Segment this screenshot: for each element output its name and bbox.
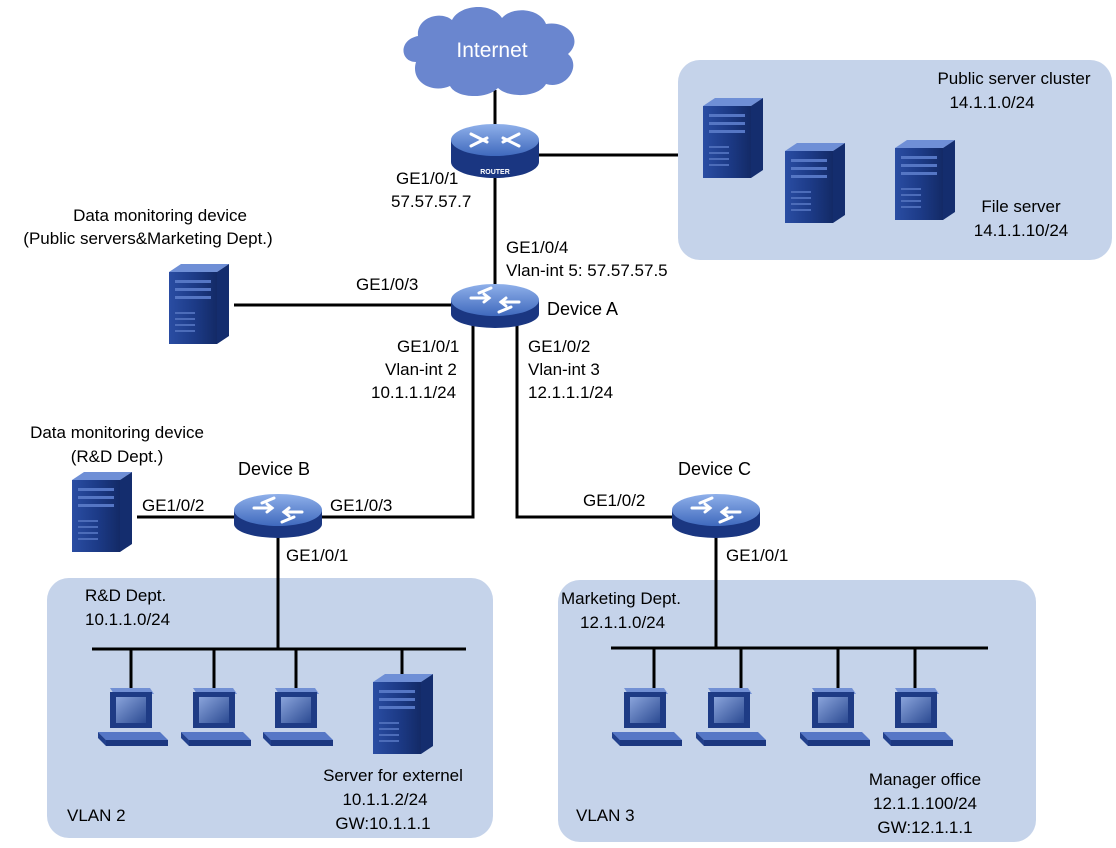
external-server-gw: GW:10.1.1.1: [335, 814, 430, 833]
router-badge: ROUTER: [480, 169, 510, 176]
internet-cloud-icon: Internet: [403, 6, 575, 97]
marketing-dept-title: Marketing Dept.: [561, 589, 681, 608]
external-server-name: Server for externel: [323, 766, 463, 785]
marketing-dept-subnet: 12.1.1.0/24: [580, 613, 665, 632]
monitor-rd-title: Data monitoring device: [30, 423, 204, 442]
device-a-up-port: GE1/0/4: [506, 238, 568, 257]
external-server-ip: 10.1.1.2/24: [342, 790, 427, 809]
router-port-label: GE1/0/1: [396, 169, 458, 188]
marketing-dept-zone: [558, 580, 1036, 842]
device-b-switch-icon: [232, 492, 324, 540]
device-c-left-port: GE1/0/2: [583, 491, 645, 510]
monitor-rd-subtitle: (R&D Dept.): [71, 447, 164, 466]
monitor-public-server-icon: [169, 264, 229, 344]
device-a-up-vlan: Vlan-int 5: 57.57.57.5: [506, 261, 668, 280]
manager-office-label: Manager office: [869, 770, 981, 789]
external-server-icon: [373, 674, 433, 754]
device-b-left-port: GE1/0/2: [142, 496, 204, 515]
monitor-public-subtitle: (Public servers&Marketing Dept.): [23, 229, 272, 248]
links: [92, 90, 988, 690]
device-a-left-port: GE1/0/3: [356, 275, 418, 294]
rd-vlan-label: VLAN 2: [67, 806, 126, 825]
device-a-c-ip: 12.1.1.1/24: [528, 383, 613, 402]
file-server-ip: 14.1.1.10/24: [974, 221, 1069, 240]
device-b-down-port: GE1/0/1: [286, 546, 348, 565]
device-a-label: Device A: [547, 299, 618, 319]
internet-label: Internet: [456, 39, 527, 62]
device-a-b-vlan: Vlan-int 2: [385, 360, 457, 379]
device-c-down-port: GE1/0/1: [726, 546, 788, 565]
file-server-label: File server: [981, 197, 1061, 216]
device-a-b-ip: 10.1.1.1/24: [371, 383, 456, 402]
device-c-switch-icon: [670, 492, 762, 540]
public-cluster-subnet: 14.1.1.0/24: [949, 93, 1034, 112]
device-b-right-port: GE1/0/3: [330, 496, 392, 515]
device-a-switch-icon: [449, 282, 541, 330]
rd-dept-zone: [47, 578, 493, 838]
device-a-c-vlan: Vlan-int 3: [528, 360, 600, 379]
labels: Public server cluster 14.1.1.0/24 File s…: [23, 69, 1091, 837]
file-server-icon: [895, 140, 955, 220]
device-a-c-port: GE1/0/2: [528, 337, 590, 356]
manager-office-gw: GW:12.1.1.1: [877, 818, 972, 837]
marketing-vlan-label: VLAN 3: [576, 806, 635, 825]
public-cluster-title: Public server cluster: [937, 69, 1090, 88]
rd-dept-title: R&D Dept.: [85, 586, 166, 605]
rd-dept-subnet: 10.1.1.0/24: [85, 610, 170, 629]
router-icon: ROUTER: [451, 124, 539, 178]
public-server-1-icon: [703, 98, 763, 178]
device-a-b-port: GE1/0/1: [397, 337, 459, 356]
monitor-rd-server-icon: [72, 472, 132, 552]
device-c-label: Device C: [678, 459, 751, 479]
public-server-2-icon: [785, 143, 845, 223]
device-b-label: Device B: [238, 459, 310, 479]
monitor-public-title: Data monitoring device: [73, 206, 247, 225]
manager-office-ip: 12.1.1.100/24: [873, 794, 977, 813]
router-ip-label: 57.57.57.7: [391, 192, 471, 211]
